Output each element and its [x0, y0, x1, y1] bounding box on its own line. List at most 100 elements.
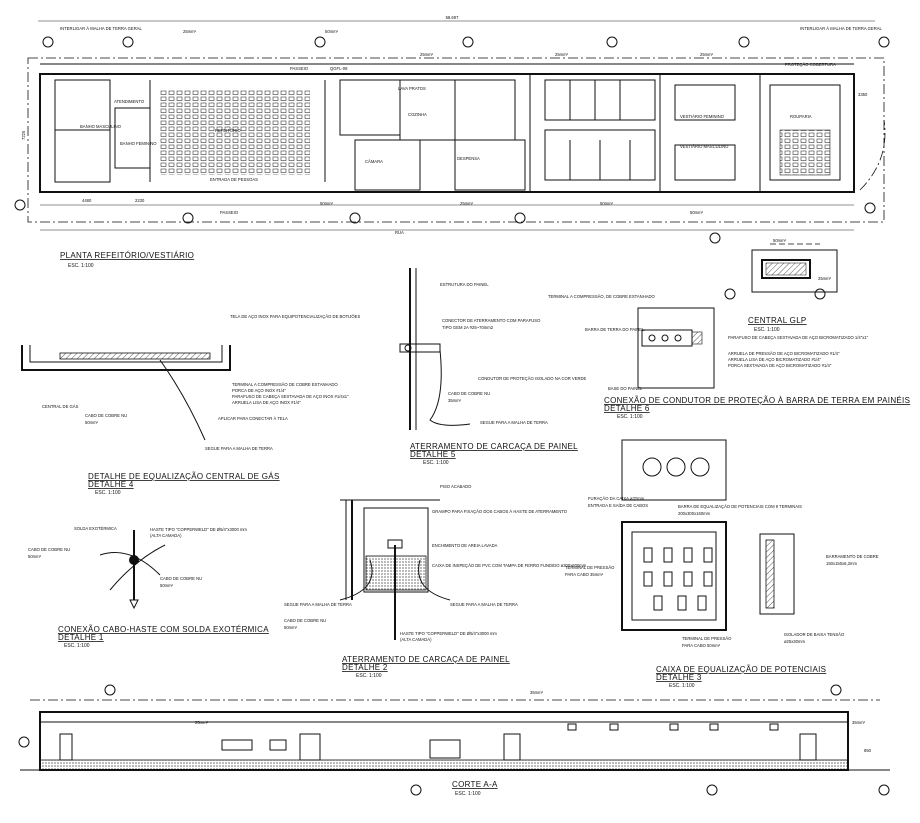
glp-title: CENTRAL GLP [748, 316, 807, 325]
overall-dimension: 58.697 [446, 15, 459, 20]
d3-terminals [643, 547, 713, 611]
d1-num: DETALHE 1 [58, 633, 104, 642]
corte-cable3: 35mm² [852, 720, 866, 725]
d6-base: BASE DO PAINEL [608, 386, 643, 391]
dim-4480: 4480 [82, 198, 92, 203]
d4-scale: ESC. 1:100 [95, 490, 121, 496]
d2-caixa: CAIXA DE INSPEÇÃO DE PVC COM TAMPA DE FE… [432, 563, 587, 568]
d5-cabo-sec: 35mm² [448, 398, 462, 403]
d3-num: DETALHE 3 [656, 673, 702, 682]
d2-alta: (ALTA CAMADA) [400, 637, 432, 642]
glp-cable-25: 25mm² [818, 276, 832, 281]
room-rouparia: ROUPARIA [790, 114, 812, 119]
d2-scale: ESC. 1:100 [356, 673, 382, 679]
d3-terminal1: TERMINAL DE PRESSÃO [565, 565, 615, 570]
d2-haste: HASTE TIPO "COPPERWELD" DE Ø5/4"x3000 mm [400, 631, 497, 636]
ground-electrodes [14, 36, 890, 244]
cable-50-d: 50mm² [690, 210, 704, 215]
cable-25-c: 25mm² [555, 52, 569, 57]
room-camara: CÂMARA [365, 159, 383, 164]
d6-arruela-p: ARRUELA DE PRESSÃO DE AÇO BICROMATIZADO … [728, 351, 840, 356]
d5-num: DETALHE 5 [410, 450, 456, 459]
glp-scale: ESC. 1:100 [754, 327, 780, 333]
notes-interligar-2: INTERLIGAR À MALHA DE TERRA GERAL [800, 26, 883, 31]
detail-1: SOLDA EXOTÉRMICA HASTE TIPO "COPPERWELD"… [28, 526, 269, 649]
room-vestiario-masc: VESTIÁRIO MASCULINO [680, 144, 729, 149]
d2-num: DETALHE 2 [342, 663, 388, 672]
corte-cable1: 35mm² [530, 690, 544, 695]
cable-25-e: 25mm² [460, 201, 474, 206]
detail-2: PISO ACABADO GRAMPO PARA FIXAÇÃO DOS CAB… [284, 484, 587, 679]
label-qgfl: QGFL-08 [330, 66, 348, 71]
d6-arruela-l: ARRUELA LISA DE AÇO BICROMATIZADO #1/4" [728, 357, 822, 362]
d3-terminal2-b: PARA CABO 50mm² [682, 643, 721, 648]
detail-3: FURAÇÃO DA CAIXA ø32mm ENTRADA E SAÍDA D… [565, 439, 879, 689]
dim-7225: 7225 [21, 130, 26, 140]
d3-barramento: BARRAMENTO DE COBRE [826, 554, 879, 559]
corte-scale: ESC. 1:100 [455, 791, 481, 797]
d3-terminal2: TERMINAL DE PRESSÃO [682, 636, 732, 641]
d1-alta: (ALTA CAMADA) [150, 533, 182, 538]
room-despensa: DESPENSA [457, 156, 480, 161]
d4-terminal: TERMINAL A COMPRESSÃO DE COBRE ESTANHADO [232, 382, 338, 387]
label-passeio-bottom: PASSEIO [220, 210, 239, 215]
d1-cabo1-sec: 50mm² [28, 554, 42, 559]
d3-terminal1-b: PARA CABO 35mm² [565, 572, 604, 577]
d1-title: CONEXÃO CABO-HASTE COM SOLDA EXOTÉRMICA [58, 625, 269, 634]
d2-title: ATERRAMENTO DE CARCAÇA DE PAINEL [342, 655, 510, 664]
d6-title: CONEXÃO DE CONDUTOR DE PROTEÇÃO À BARRA … [604, 396, 910, 405]
room-atendimento: ATENDIMENTO [114, 99, 145, 104]
cable-50-c: 50mm² [600, 201, 614, 206]
d1-cabo1: CABO DE COBRE NU [28, 547, 70, 552]
d5-conector: CONECTOR DE ATERRAMENTO COM PARAFUSO [442, 318, 541, 323]
d6-barra: BARRA DE TERRA DO PAINEL [585, 327, 645, 332]
d6-condutor: CONDUTOR DE PROTEÇÃO ISOLADO NA COR VERD… [478, 376, 587, 381]
cable-25-d: 25mm² [700, 52, 714, 57]
dim-3350: 3350 [858, 92, 868, 97]
corte-title: CORTE A-A [452, 780, 498, 789]
room-banho-masc: BANHO MASCULINO [80, 124, 122, 129]
detail-5: ESTRUTURA DO PAINEL CONECTOR DE ATERRAME… [399, 268, 578, 466]
d4-cabo: CABO DE COBRE NU [85, 413, 127, 418]
d3-barra: BARRA DE EQUALIZAÇÃO DE POTENCIAIS COM 9… [678, 504, 802, 509]
d6-scale: ESC. 1:100 [617, 414, 643, 420]
d2-enchimento: ENCHIMENTO DE AREIA LAVADA [432, 543, 498, 548]
d4-segue: SEGUE PARA A MALHA DE TERRA [205, 446, 273, 451]
d1-cabo2: CABO DE COBRE NU [160, 576, 202, 581]
d2-piso: PISO ACABADO [440, 484, 472, 489]
section-a-a: 35mm² 25mm² 35mm² 850 CORTE A-A ESC. 1:1… [18, 684, 890, 797]
glp-cable-50: 50mm² [773, 238, 787, 243]
section-windows [59, 723, 817, 761]
d3-title: CAIXA DE EQUALIZAÇÃO DE POTENCIAIS [656, 665, 826, 674]
d6-porca: PORCA SEXTAVADA DE AÇO BICROMATIZADO #1/… [728, 363, 832, 368]
d5-estrutura: ESTRUTURA DO PAINEL [440, 282, 489, 287]
cable-25-b: 25mm² [420, 52, 434, 57]
d4-parafuso: PARAFUSO DE CABEÇA SEXTAVADA DE AÇO INOX… [232, 394, 349, 399]
dim-2230: 2230 [135, 198, 145, 203]
d5-tipo: TIPO GEM 2A #25~70mm2 [442, 325, 494, 330]
d1-scale: ESC. 1:100 [64, 643, 90, 649]
notes-interligar-1: INTERLIGAR À MALHA DE TERRA GERAL [60, 26, 143, 31]
detail-6: TERMINAL A COMPRESSÃO, DE COBRE ESTANHAD… [478, 294, 910, 420]
label-rua: RUA [395, 230, 404, 235]
corte-dim: 850 [864, 748, 872, 753]
d3-scale: ESC. 1:100 [669, 683, 695, 689]
d6-parafuso: PARAFUSO DE CABEÇA SEXTAVADA DE AÇO BICR… [728, 335, 869, 340]
d2-cabo: CABO DE COBRE NU [284, 618, 326, 623]
d2-cabo-sec: 50mm² [284, 625, 298, 630]
d5-title: ATERRAMENTO DE CARCAÇA DE PAINEL [410, 442, 578, 451]
label-passeio-top: PASSEIO [290, 66, 309, 71]
d2-segue-r: SEGUE PARA A MALHA DE TERRA [450, 602, 518, 607]
d3-barra-dim: 200x300x160mm [678, 511, 711, 516]
d4-porca: PORCA DE AÇO INOX #1/4" [232, 388, 286, 393]
cable-50-a: 50mm² [325, 29, 339, 34]
corte-cable2: 25mm² [195, 720, 209, 725]
cable-25-a: 25mm² [183, 29, 197, 34]
d2-segue-l: SEGUE PARA A MALHA DE TERRA [284, 602, 352, 607]
d5-cabo: CABO DE COBRE NU [448, 391, 490, 396]
d3-isolador-dim: ø25x30mm [784, 639, 805, 644]
room-vestiario-fem: VESTIÁRIO FEMININO [680, 114, 725, 119]
room-banho-fem: BANHO FEMININO [120, 141, 157, 146]
central-glp: 50mm² 25mm² CENTRAL GLP ESC. 1:100 [724, 238, 838, 333]
